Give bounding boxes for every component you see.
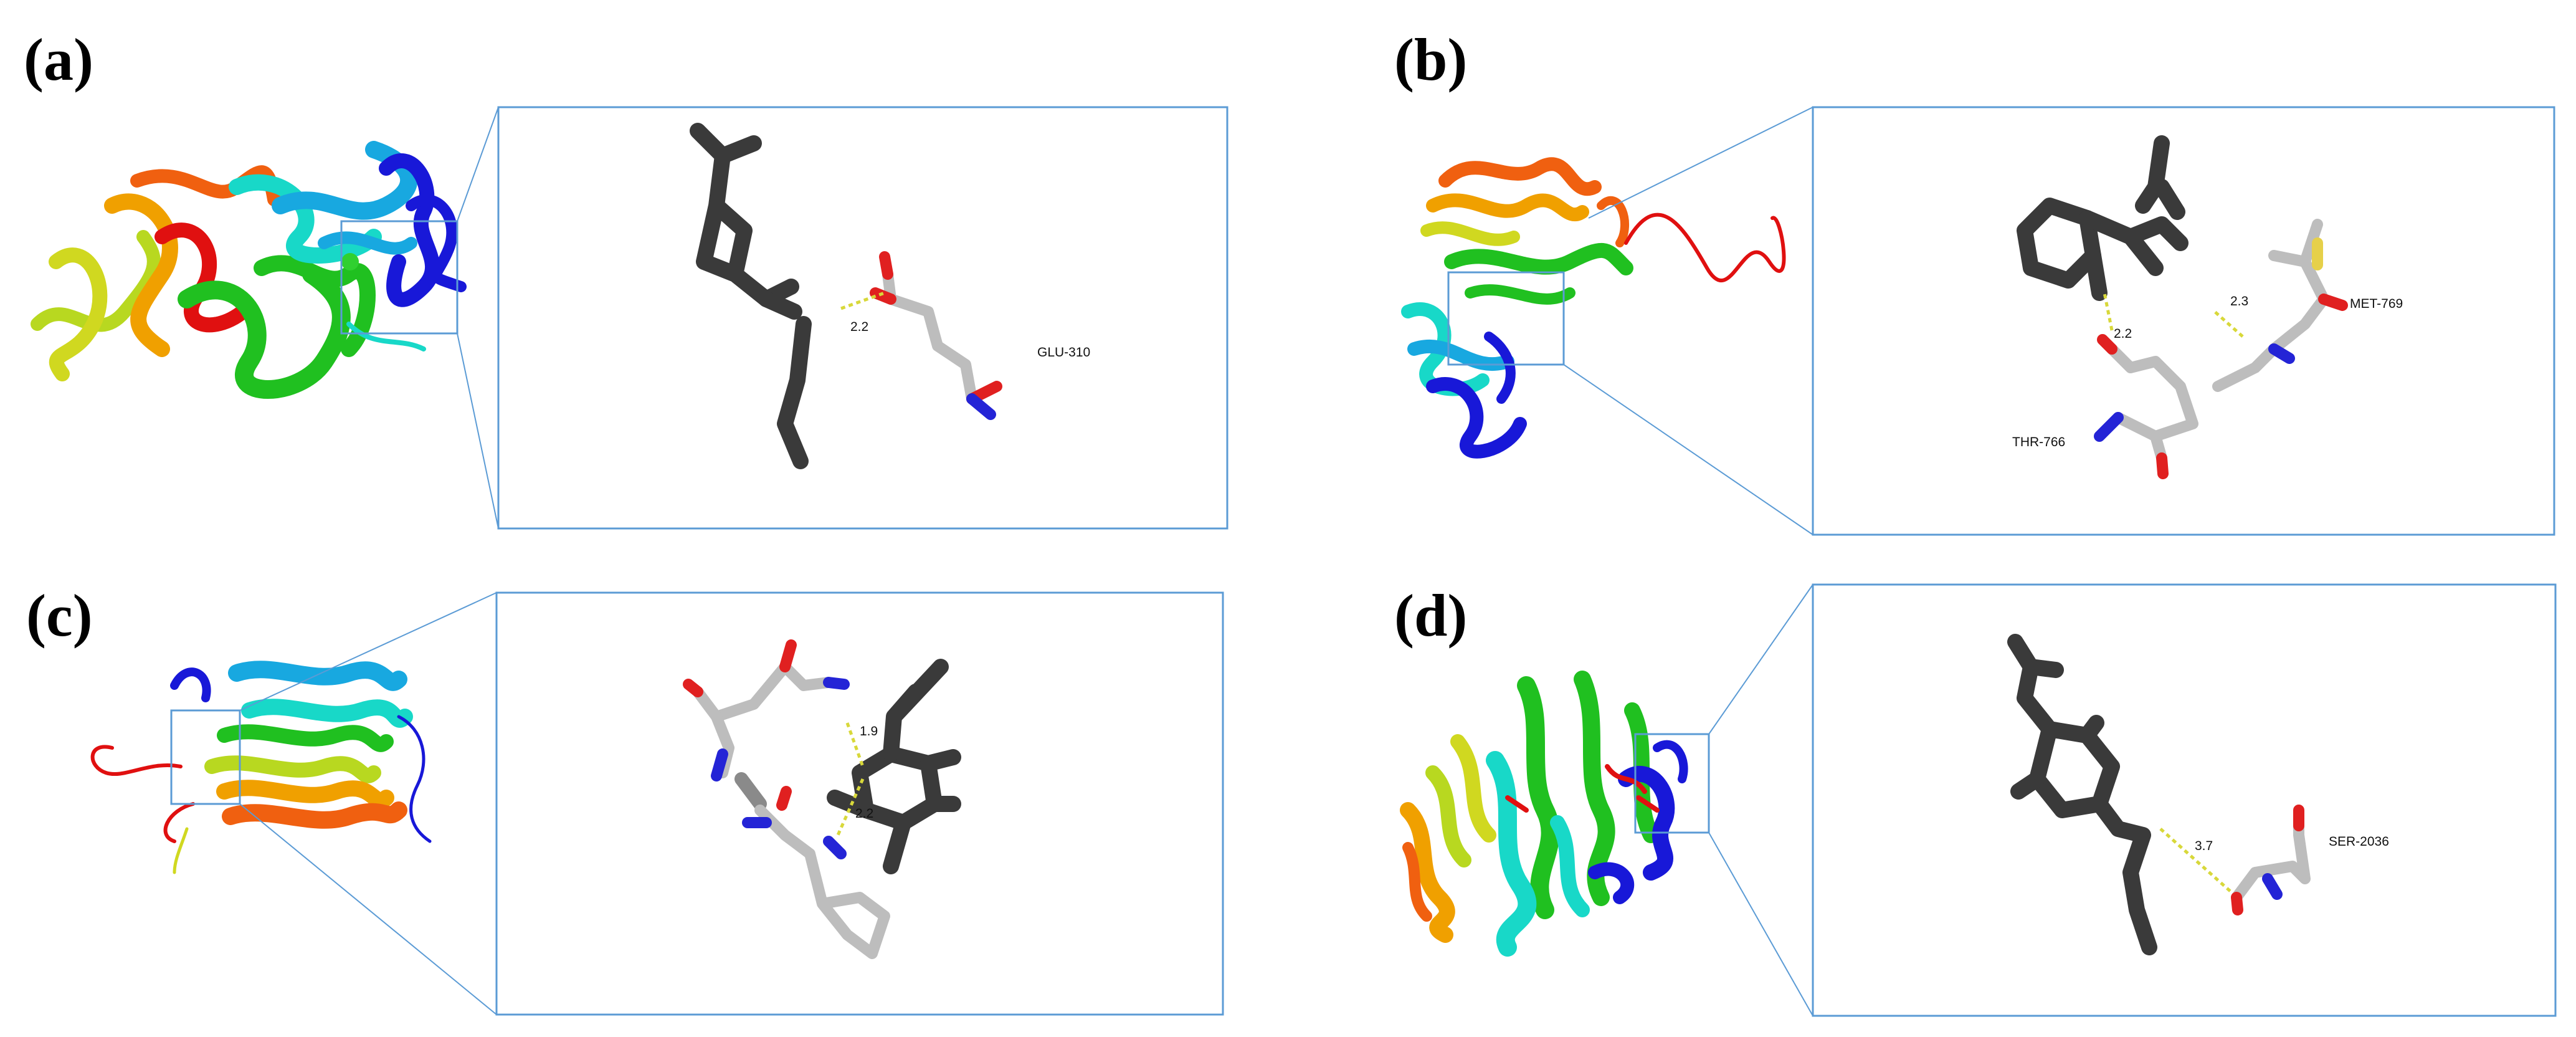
- panel-d-zoom-line-bottom: [1708, 832, 1813, 1016]
- panel-b-residues: [2094, 219, 2348, 479]
- panel-b: (b): [1394, 26, 2555, 536]
- panel-c-protein-ribbon: [90, 661, 432, 874]
- panel-a-zoom-line-top: [457, 107, 499, 222]
- panel-c-label: (c): [26, 582, 93, 649]
- panel-c-residues: [683, 639, 890, 959]
- panel-a-zoom-box: [497, 106, 1229, 530]
- panel-b-ligand: [2017, 135, 2189, 301]
- panel-b-hbond-2: [2213, 310, 2244, 338]
- panel-a-residue-label-1: GLU-310: [1037, 345, 1090, 360]
- panel-b-residue-label-2: THR-766: [2012, 435, 2065, 449]
- panel-c-zoom-line-top: [239, 592, 497, 711]
- panel-c-hbond-2: [836, 778, 865, 836]
- panel-c-distance-2: 2.2: [855, 806, 873, 821]
- panel-d-zoom-line-top: [1708, 584, 1813, 735]
- panel-b-zoom-box: [1812, 106, 2555, 536]
- panel-c-site-box: [170, 709, 241, 805]
- panel-d-ligand: [2007, 634, 2157, 955]
- panel-a-site-box: [340, 220, 459, 335]
- panel-a-label: (a): [24, 26, 93, 93]
- panel-b-protein-ribbon: [1401, 157, 1786, 459]
- panel-d-label: (d): [1394, 582, 1467, 649]
- panel-d-zoom-box: [1812, 583, 2557, 1017]
- panel-c-ligand: [827, 659, 961, 874]
- panel-c-distance-1: 1.9: [860, 724, 878, 738]
- panel-d-site-box: [1634, 733, 1710, 834]
- panel-d-distance-1: 3.7: [2195, 839, 2213, 853]
- panel-c: (c): [26, 582, 1224, 1016]
- panel-a-residue: [870, 251, 1002, 420]
- panel-d-residue: [2231, 805, 2311, 915]
- panel-a-ligand: [690, 123, 812, 469]
- panel-b-residue-label-1: MET-769: [2350, 297, 2403, 311]
- panel-c-zoom-line-bottom: [239, 803, 497, 1015]
- panel-b-label: (b): [1394, 26, 1467, 93]
- panel-b-distance-2: 2.2: [2114, 327, 2132, 341]
- panel-d-hbond: [2159, 828, 2231, 892]
- panel-b-zoom-line-bottom: [1563, 364, 1813, 535]
- panel-b-distance-1: 2.3: [2230, 294, 2248, 308]
- panel-c-zoom-box: [495, 591, 1224, 1016]
- panel-b-hbond-1: [2103, 292, 2114, 331]
- panel-a-zoom-line-bottom: [457, 333, 499, 529]
- panel-a-ion-sphere: [341, 253, 359, 270]
- panel-b-zoom-line-top: [1588, 107, 1813, 219]
- panel-d-residue-label-1: SER-2036: [2329, 834, 2389, 849]
- panel-a-protein-ribbon: [31, 141, 467, 399]
- panel-a-distance-1: 2.2: [850, 320, 868, 334]
- panel-d-protein-ribbon: [1400, 671, 1688, 957]
- panel-b-site-box: [1447, 271, 1565, 366]
- panel-a: (a): [24, 26, 1229, 530]
- panel-d: (d): [1394, 582, 2557, 1017]
